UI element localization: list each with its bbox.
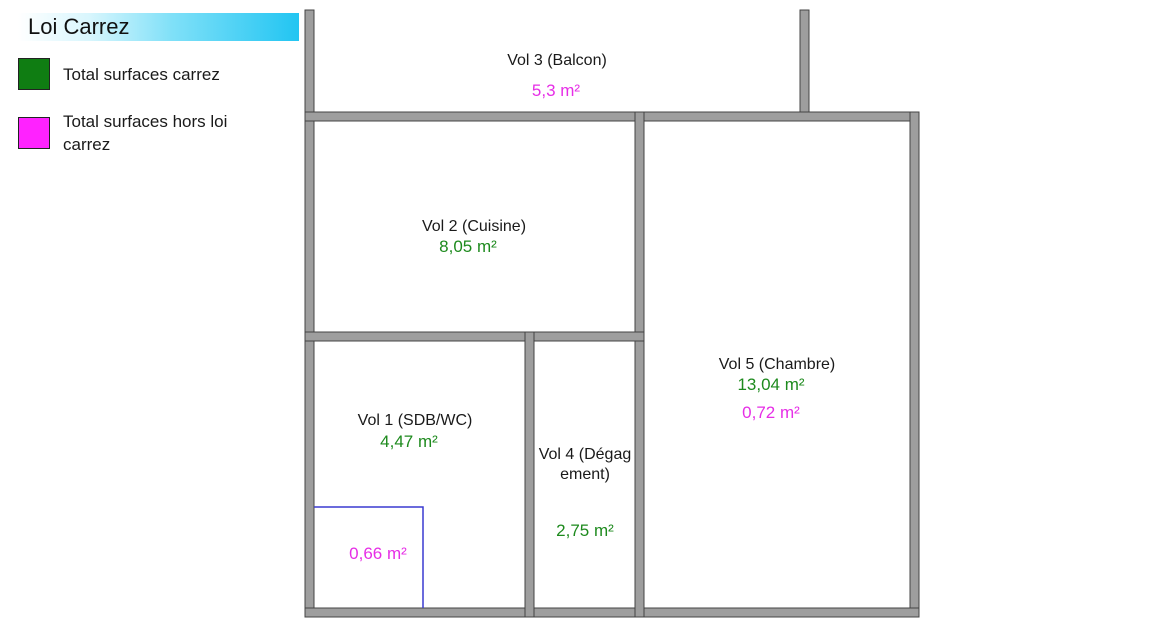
wall-right [909, 111, 920, 618]
room-hors-carrez-vol5: 0,72 m² [742, 403, 800, 422]
wall-balcony-post [799, 9, 810, 113]
room-carrez-vol4: 2,75 m² [556, 521, 614, 540]
wall-bottom [304, 607, 920, 618]
legend-label: Total surfaces hors loi carrez [63, 112, 228, 154]
room-hors-carrez-vol1: 0,66 m² [349, 544, 407, 563]
room-label-vol4: Vol 4 (Dégagement) [538, 446, 632, 483]
wall-top [304, 111, 919, 122]
room-hors-carrez-vol3: 5,3 m² [531, 81, 581, 100]
legend-title: Loi Carrez [18, 13, 299, 41]
room-label-vol5: Vol 5 (Chambre) [718, 356, 836, 373]
room-carrez-vol2: 8,05 m² [439, 237, 497, 256]
room-label-vol2: Vol 2 (Cuisine) [421, 218, 527, 235]
room-carrez-vol1: 4,47 m² [380, 432, 438, 451]
legend-label: Total surfaces carrez [63, 65, 220, 84]
wall-vol5-left [634, 111, 645, 618]
hors-carrez-zone-vol1 [314, 506, 424, 608]
legend-swatch-hors-carrez [18, 117, 50, 149]
wall-left [304, 9, 315, 618]
wall-vol1-vol4 [524, 331, 535, 618]
wall-vol2-bottom [304, 331, 645, 342]
legend-swatch-carrez [18, 58, 50, 90]
room-carrez-vol5: 13,04 m² [737, 375, 805, 394]
room-label-vol1: Vol 1 (SDB/WC) [357, 412, 473, 429]
room-label-vol3: Vol 3 (Balcon) [507, 52, 607, 69]
